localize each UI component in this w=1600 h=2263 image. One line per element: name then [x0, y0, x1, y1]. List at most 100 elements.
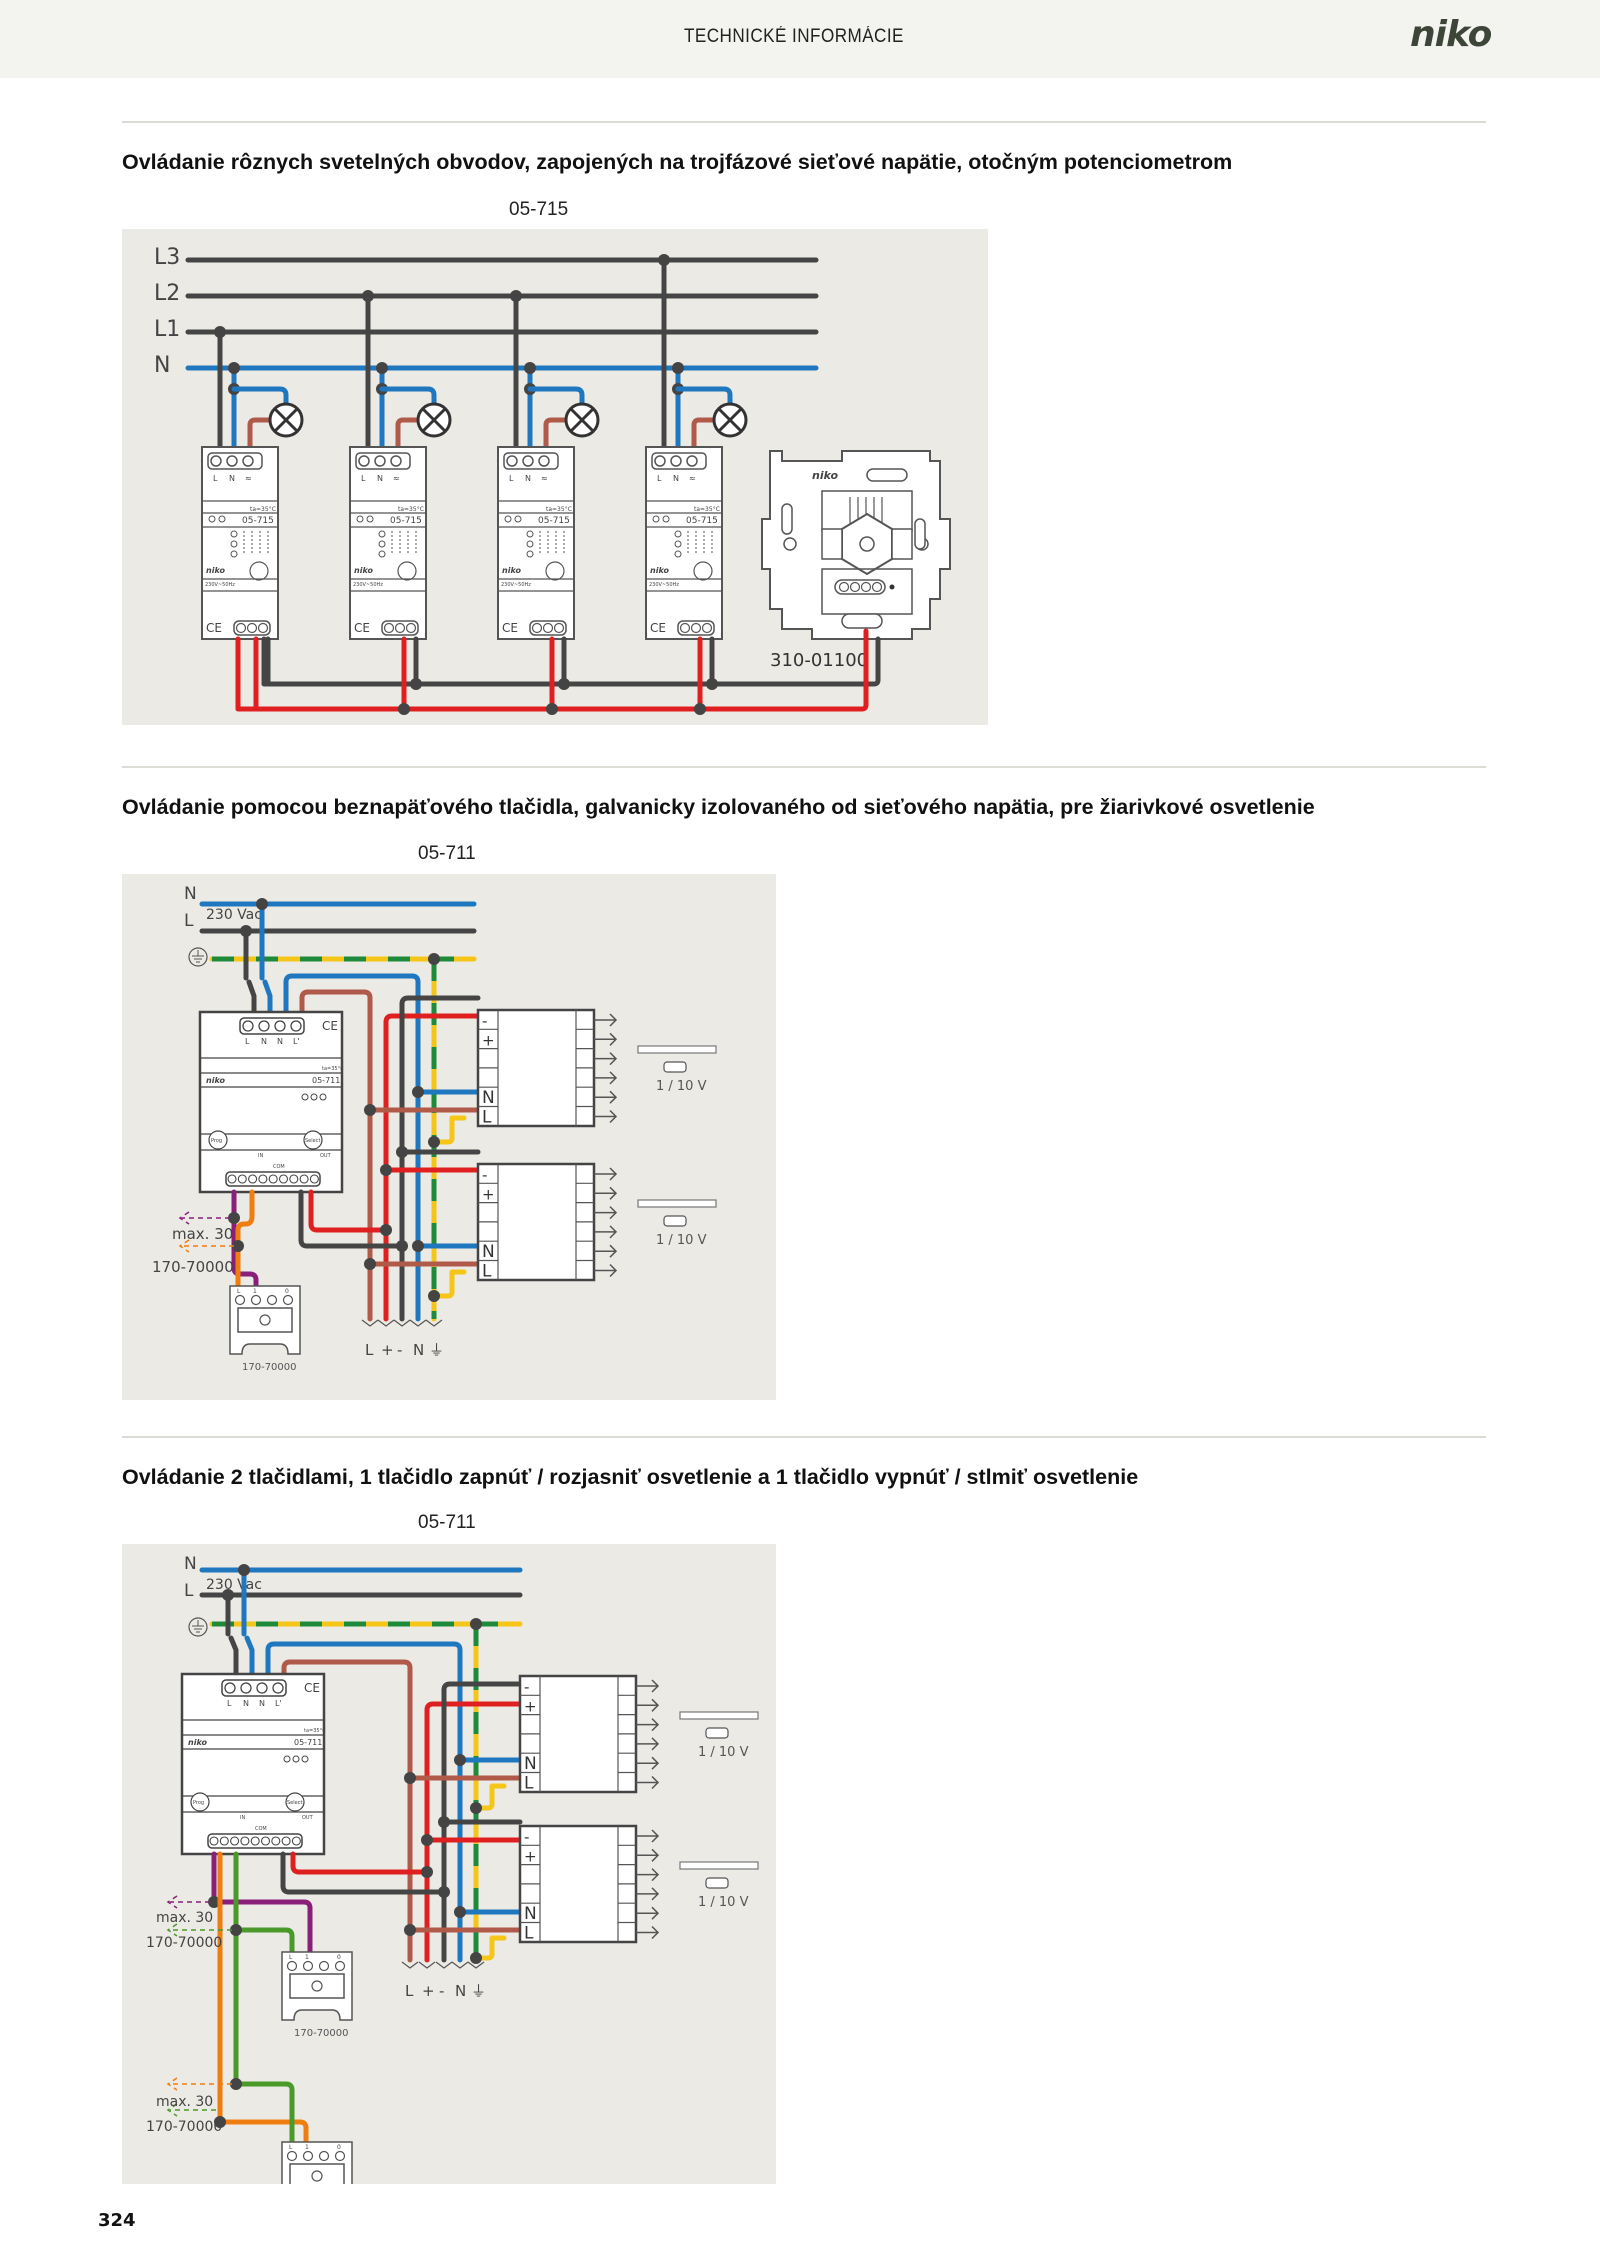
terminal-screw	[235, 622, 247, 634]
controller-brand: niko	[206, 1076, 225, 1085]
terminal-label: N	[259, 1699, 265, 1708]
select-label: Select	[287, 1800, 302, 1806]
junction-dot	[421, 1866, 433, 1878]
ce-mark: CE	[304, 1681, 320, 1695]
bus-label: L	[184, 911, 194, 931]
terminal-screw	[260, 1836, 271, 1846]
terminal-screw	[394, 622, 406, 634]
junction-dot	[428, 1290, 440, 1302]
output-arrow-icon	[636, 1679, 660, 1693]
earth-symbol-icon	[188, 1617, 208, 1637]
wire-control	[235, 628, 869, 712]
hand-icon	[693, 561, 713, 581]
junction-dot	[214, 2116, 226, 2128]
dashed-extension-orange	[166, 2077, 232, 2091]
terminal-label: L	[509, 474, 514, 483]
output-label: L	[405, 1982, 414, 2000]
output-arrow-icon	[636, 1718, 660, 1732]
voltage-label: 230 Vac	[206, 907, 262, 923]
section-title: Ovládanie 2 tlačidlami, 1 tlačidlo zapnú…	[122, 1465, 1139, 1489]
terminal-label: 1	[305, 2144, 309, 2151]
terminal-screw	[538, 455, 550, 467]
terminal-chevron-icon	[451, 1961, 469, 1969]
output-arrow-icon	[594, 1071, 618, 1085]
terminal-screw	[374, 455, 386, 467]
wire-purple	[231, 1189, 259, 1289]
led-indicator	[378, 550, 386, 558]
ballast-terminal-label: L	[482, 1108, 492, 1128]
fluorescent-tube-icon	[679, 1861, 759, 1870]
terminal-screw	[258, 1174, 268, 1184]
junction-dot	[222, 1589, 234, 1601]
output-label: N	[413, 1341, 424, 1359]
ce-mark: CE	[502, 621, 518, 635]
led-indicator	[208, 515, 216, 523]
terminal-screw	[286, 1960, 298, 1972]
prog-label: Prog	[211, 1138, 222, 1144]
section-divider	[122, 1436, 1486, 1438]
output-label: -	[397, 1341, 402, 1359]
bus-label: L	[184, 1581, 194, 1601]
terminal-screw	[506, 455, 518, 467]
terminal-screw	[531, 622, 543, 634]
output-label: +	[381, 1341, 394, 1359]
terminal-screw	[250, 1836, 260, 1846]
wire-orange	[217, 1851, 309, 2145]
output-arrow-icon	[636, 1868, 660, 1882]
terminal-screw	[209, 1836, 219, 1846]
module-model: 05-715	[242, 516, 274, 526]
center-screw	[311, 2170, 323, 2182]
output-arrow-icon	[636, 1925, 660, 1940]
junction-dot	[208, 1896, 220, 1908]
led-indicator	[356, 515, 364, 523]
wire-neutral-lamp	[527, 386, 585, 407]
junction-dot	[364, 1104, 376, 1116]
io-label: IN	[258, 1153, 263, 1159]
terminal-screw	[250, 1294, 262, 1306]
output-arrow-icon	[594, 1109, 618, 1124]
hand-icon	[545, 561, 565, 581]
ce-mark: CE	[322, 1019, 338, 1033]
wire-ctrl-plus	[308, 1189, 389, 1233]
center-screw	[311, 1980, 323, 1992]
terminal-label: L	[657, 474, 662, 483]
io-label: COM	[273, 1164, 285, 1170]
ballast-terminal-label: +	[524, 1847, 537, 1865]
terminal-label: L'	[293, 1037, 300, 1046]
terminal-label: ≈	[541, 474, 548, 483]
terminal-label: 1	[253, 1288, 257, 1295]
ballast-terminal-label: N	[524, 1904, 537, 1924]
lamp-cross	[569, 407, 595, 433]
center-screw	[259, 1314, 271, 1326]
output-arrow-icon	[594, 1167, 618, 1181]
ballast-module: -+NL1 / 10 V	[518, 1824, 759, 1944]
terminal-label: L	[361, 474, 366, 483]
ballast-terminal-label: N	[524, 1754, 537, 1774]
wire-plus	[383, 1013, 481, 1322]
section-divider	[122, 766, 1486, 768]
ballast-voltage-label: 1 / 10 V	[698, 1895, 749, 1910]
led-indicator	[366, 515, 374, 523]
wire-neutral-lamp	[379, 386, 437, 407]
output-label: N	[455, 1982, 466, 2000]
terminal-label: L	[289, 2144, 293, 2151]
junction-dot	[238, 1564, 250, 1576]
wire-l-feed	[243, 928, 257, 1015]
module-brand: niko	[502, 566, 521, 575]
terminal-chevron-icon	[467, 1961, 485, 1969]
page-number: 324	[98, 2210, 136, 2231]
ballast-terminal-label: L	[482, 1262, 492, 1282]
ballast-terminal-label: -	[482, 1012, 487, 1030]
terminal-screw	[289, 1174, 299, 1184]
led-indicator	[230, 550, 238, 558]
wire-l-out	[281, 1659, 413, 1963]
terminal-label: N	[261, 1037, 267, 1046]
module-body	[349, 446, 427, 640]
terminal-block	[221, 1679, 287, 1697]
output-arrow-icon	[594, 1263, 618, 1278]
wire-earth-b1	[431, 1115, 467, 1145]
led-indicator	[378, 530, 386, 538]
